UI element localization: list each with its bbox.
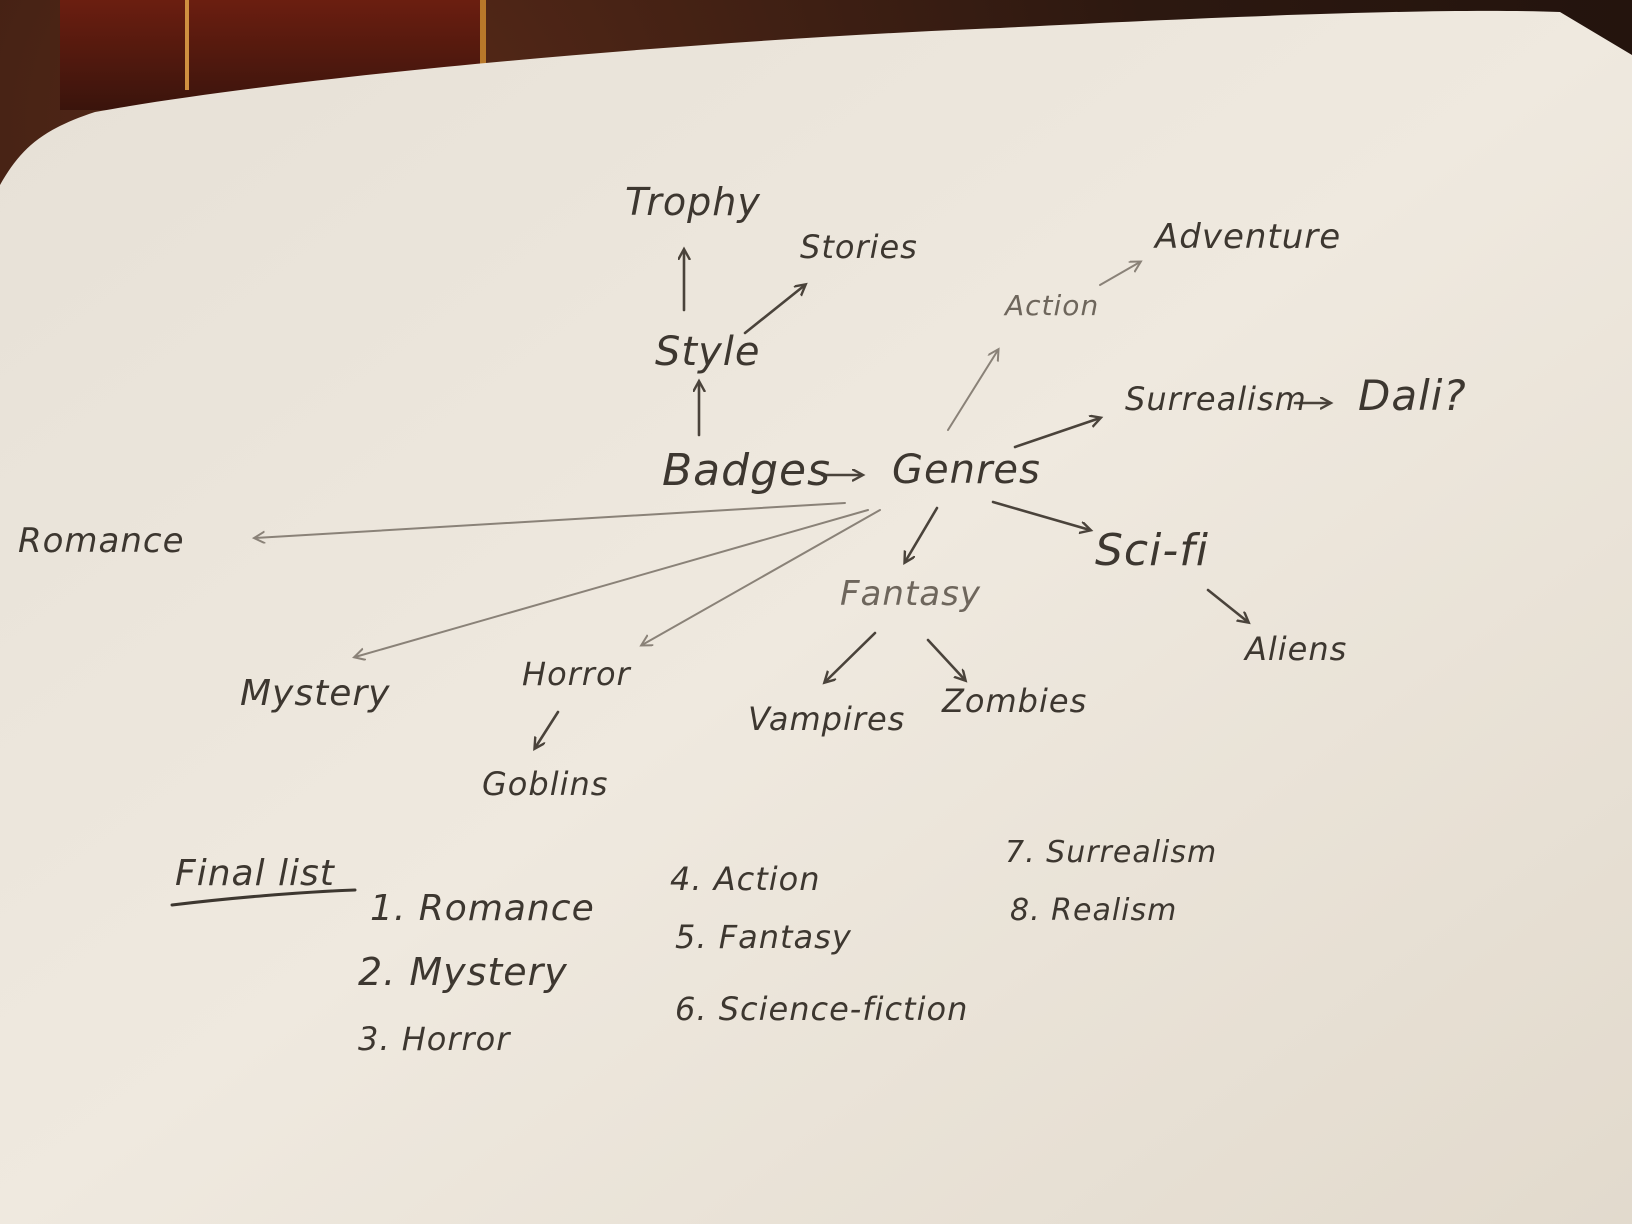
final-list-underline xyxy=(170,888,357,907)
final-list-item-2: 2. Mystery xyxy=(358,950,568,994)
node-romance: Romance xyxy=(18,521,185,561)
edge-genres-mystery xyxy=(355,509,869,657)
node-mystery: Mystery xyxy=(240,673,391,714)
edge-genres-horror xyxy=(642,509,881,645)
final-list-item-6: 6. Science-fiction xyxy=(675,990,968,1028)
node-style: Style xyxy=(655,329,760,375)
final-list-item-8: 8. Realism xyxy=(1010,893,1177,928)
edge-scifi-aliens xyxy=(1206,588,1248,622)
node-scifi: Sci-fi xyxy=(1095,525,1209,576)
node-fantasy: Fantasy xyxy=(840,574,981,614)
node-trophy: Trophy xyxy=(625,180,761,224)
edge-action-adventure xyxy=(1099,262,1140,286)
diagram-nodes: Trophy Stories Style Badges Genres Actio… xyxy=(18,180,1467,803)
node-surrealism: Surrealism xyxy=(1125,380,1307,418)
final-list-heading: Final list xyxy=(175,853,336,894)
node-stories: Stories xyxy=(800,228,918,266)
edge-genres-action xyxy=(947,350,998,431)
final-list-item-5: 5. Fantasy xyxy=(675,918,852,956)
final-list-item-4: 4. Action xyxy=(670,860,820,898)
edge-style-stories xyxy=(743,285,805,335)
book-spine xyxy=(185,0,189,90)
paper-surface xyxy=(0,10,1632,1224)
node-dali: Dali? xyxy=(1358,371,1467,420)
edge-genres-scifi xyxy=(991,500,1090,530)
final-list-item-3: 3. Horror xyxy=(358,1020,511,1058)
node-zombies: Zombies xyxy=(941,682,1087,720)
final-list: Final list 1. Romance 2. Mystery 3. Horr… xyxy=(170,835,1217,1058)
edge-horror-goblins xyxy=(535,710,560,748)
final-list-item-7: 7. Surrealism xyxy=(1005,835,1217,870)
node-badges: Badges xyxy=(662,445,831,496)
node-genres: Genres xyxy=(892,447,1041,493)
node-horror: Horror xyxy=(522,655,632,693)
edge-genres-romance xyxy=(255,502,846,538)
node-action: Action xyxy=(1003,289,1099,322)
edge-genres-fantasy xyxy=(905,506,939,562)
diagram-edges xyxy=(255,250,1330,748)
edge-genres-surrealism xyxy=(1013,418,1100,449)
edge-fantasy-vampires xyxy=(825,631,877,682)
node-vampires: Vampires xyxy=(748,700,905,738)
final-list-item-1: 1. Romance xyxy=(370,888,595,929)
node-goblins: Goblins xyxy=(482,765,608,803)
node-aliens: Aliens xyxy=(1243,630,1347,668)
edge-fantasy-zombies xyxy=(926,638,965,680)
node-adventure: Adventure xyxy=(1153,217,1341,257)
